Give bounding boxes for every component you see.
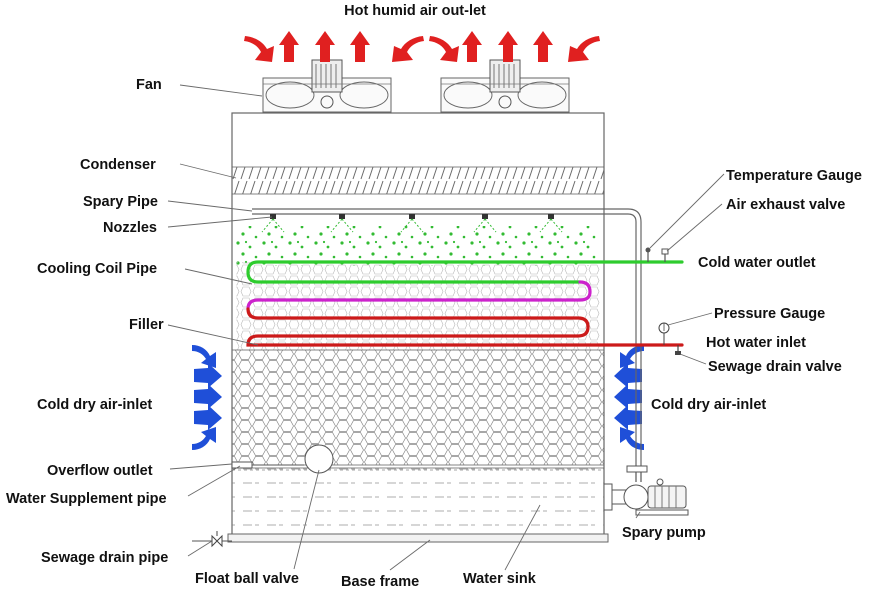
- cold-air-arrow: [192, 427, 216, 450]
- label-overflow-outlet: Overflow outlet: [47, 463, 153, 479]
- cold-air-arrows-left: [192, 345, 222, 450]
- label-filler: Filler: [129, 317, 164, 333]
- label-base-frame: Base frame: [341, 574, 419, 590]
- float-ball: [304, 444, 334, 474]
- nozzle: [539, 214, 563, 233]
- label-hot-water-inlet: Hot water inlet: [706, 335, 806, 351]
- label-temperature-gauge: Temperature Gauge: [726, 168, 862, 184]
- water-droplets: [236, 226, 600, 266]
- air-exhaust-valve: [661, 248, 669, 262]
- fan-right: [440, 59, 570, 113]
- label-cooling-coil-pipe: Cooling Coil Pipe: [37, 261, 157, 277]
- sewage-drain-pipe: [192, 531, 232, 548]
- cooling-coil: [246, 260, 684, 347]
- cold-air-arrow: [194, 405, 222, 430]
- label-water-supplement-pipe: Water Supplement pipe: [6, 491, 167, 507]
- spray-pump: [603, 465, 689, 516]
- hot-air-arrow: [392, 36, 424, 62]
- hot-air-arrow: [498, 31, 518, 62]
- hot-air-arrow: [244, 36, 274, 62]
- label-spray-pump: Spary pump: [622, 525, 706, 541]
- sewage-drain-valve: [675, 345, 681, 355]
- nozzle: [261, 214, 285, 233]
- hot-air-arrow: [533, 31, 553, 62]
- label-air-exhaust-valve: Air exhaust valve: [726, 197, 845, 213]
- label-water-sink: Water sink: [463, 571, 537, 587]
- coil-cold-segment: [246, 260, 684, 284]
- tower-body: [227, 112, 609, 543]
- label-air-inlet-left: Cold dry air-inlet: [37, 397, 152, 413]
- overflow-pipe: [231, 461, 304, 469]
- cold-air-arrow: [620, 345, 644, 368]
- label-nozzles: Nozzles: [103, 220, 157, 236]
- hot-air-arrow: [568, 36, 600, 62]
- cold-air-arrow: [614, 363, 642, 388]
- nozzle: [473, 214, 497, 233]
- nozzle: [400, 214, 424, 233]
- nozzle: [330, 214, 354, 233]
- label-pressure-gauge: Pressure Gauge: [714, 306, 825, 322]
- coil-mid-segment: [246, 280, 592, 311]
- label-air-inlet-right: Cold dry air-inlet: [651, 397, 766, 413]
- label-float-ball-valve: Float ball valve: [195, 571, 299, 587]
- temperature-gauge: [645, 247, 651, 262]
- cold-air-arrow: [194, 384, 222, 409]
- cold-air-arrows-right: [614, 345, 644, 450]
- leader-lines: [167, 84, 725, 571]
- hot-air-arrow: [279, 31, 299, 62]
- hot-air-arrows: [244, 31, 600, 62]
- label-fan: Fan: [136, 77, 162, 93]
- hot-air-arrow: [429, 36, 459, 62]
- hot-air-arrow: [350, 31, 370, 62]
- cold-air-arrow: [614, 405, 642, 430]
- labels: Hot humid air out-let Fan Condenser Spar…: [6, 3, 862, 590]
- pressure-gauge: [658, 322, 670, 345]
- coil-hot-segment: [246, 307, 684, 347]
- filler-block: [231, 349, 605, 466]
- spray-pipe: [252, 208, 642, 470]
- fan-left: [262, 59, 392, 113]
- cold-air-arrow: [192, 345, 216, 368]
- base-frame: [227, 533, 609, 543]
- label-sewage-drain-pipe: Sewage drain pipe: [41, 550, 168, 566]
- nozzles: [261, 214, 563, 233]
- hot-air-arrow: [315, 31, 335, 62]
- cold-air-arrow: [620, 427, 644, 450]
- condenser-block: [231, 166, 605, 195]
- cold-air-arrow: [614, 384, 642, 409]
- cold-air-arrow: [194, 363, 222, 388]
- label-cold-water-outlet: Cold water outlet: [698, 255, 816, 271]
- hot-air-arrow: [462, 31, 482, 62]
- water-sink-basin: [231, 467, 605, 535]
- label-spray-pipe: Spary Pipe: [83, 194, 158, 210]
- label-sewage-drain-valve: Sewage drain valve: [708, 359, 842, 375]
- diagram-title: Hot humid air out-let: [344, 3, 486, 19]
- label-condenser: Condenser: [80, 157, 156, 173]
